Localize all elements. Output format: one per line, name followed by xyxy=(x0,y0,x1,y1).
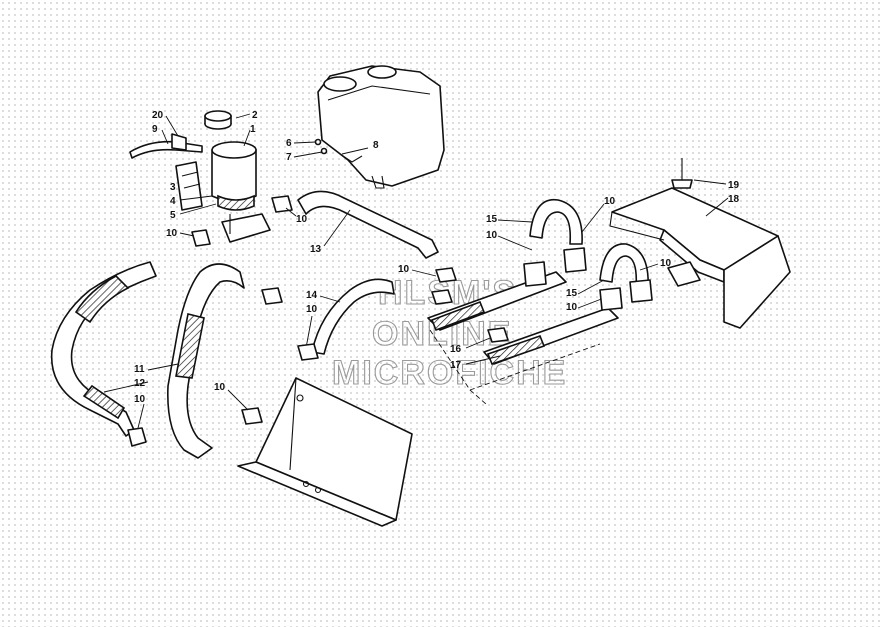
leader-10e xyxy=(227,389,249,411)
hose-clamp-10a xyxy=(191,229,211,247)
callout-15b: 15 xyxy=(566,288,578,299)
callout-10b: 10 xyxy=(296,214,308,225)
heat-exchanger-lower xyxy=(237,377,413,527)
coolant-reservoir xyxy=(317,65,445,189)
leader-11 xyxy=(147,363,179,371)
leader-19 xyxy=(693,179,727,185)
callout-18: 18 xyxy=(728,194,740,205)
corrugated-hose-11 xyxy=(167,263,245,459)
callout-5: 5 xyxy=(170,210,176,221)
callout-10j: 10 xyxy=(604,196,616,207)
callout-10h: 10 xyxy=(566,302,578,313)
watermark-line-3: MICROFICHE xyxy=(332,354,567,392)
callout-2: 2 xyxy=(252,110,258,121)
leader-10d xyxy=(305,315,313,349)
decal-lines xyxy=(181,171,201,189)
callout-10d: 10 xyxy=(306,304,318,315)
leader-2 xyxy=(235,113,251,119)
callout-16: 16 xyxy=(450,344,462,355)
callout-3: 3 xyxy=(170,182,176,193)
leader-12 xyxy=(103,381,149,393)
leader-15a xyxy=(497,219,533,223)
callout-9: 9 xyxy=(152,124,158,135)
filler-neck-assembly xyxy=(204,110,271,243)
callout-20: 20 xyxy=(152,110,164,121)
callout-15a: 15 xyxy=(486,214,498,225)
callout-13: 13 xyxy=(310,244,322,255)
callout-11: 11 xyxy=(134,364,145,375)
callout-10f: 10 xyxy=(660,258,672,269)
leader-16 xyxy=(465,337,491,349)
callout-10g: 10 xyxy=(486,230,498,241)
leader-10c xyxy=(137,403,145,429)
hose-14 xyxy=(311,278,395,355)
leader-6 xyxy=(293,141,317,144)
leader-17 xyxy=(465,355,501,365)
callout-7: 7 xyxy=(286,152,292,163)
leader-10i xyxy=(411,269,437,277)
corrugated-hose-12 xyxy=(50,261,157,437)
callout-8: 8 xyxy=(373,140,379,151)
leader-10b xyxy=(285,207,297,217)
leader-7 xyxy=(293,151,323,158)
leader-10g xyxy=(497,235,533,251)
leader-20 xyxy=(165,115,179,137)
coolant-rails xyxy=(427,271,619,405)
leader-10j xyxy=(581,203,605,233)
hose-13 xyxy=(297,190,439,259)
leader-15b xyxy=(577,279,605,295)
hose-clamp-10d xyxy=(261,287,283,305)
leader-18 xyxy=(705,197,729,217)
leader-4 xyxy=(179,195,213,201)
hose-clamp-10e xyxy=(241,407,263,425)
leader-5 xyxy=(179,203,217,215)
callout-19: 19 xyxy=(728,180,740,191)
overflow-hose xyxy=(129,140,203,159)
callout-10e: 10 xyxy=(214,382,226,393)
nut-7 xyxy=(320,147,328,155)
hose-clamp-10c xyxy=(127,427,147,447)
callout-10i: 10 xyxy=(398,264,410,275)
u-hose-15a xyxy=(529,198,583,245)
leader-14 xyxy=(319,295,341,303)
callout-17: 17 xyxy=(450,360,462,371)
leader-1 xyxy=(243,129,251,147)
callout-10a: 10 xyxy=(166,228,178,239)
hose-clamp-10b xyxy=(271,195,293,213)
rail-fittings xyxy=(431,247,653,343)
leader-9 xyxy=(161,129,169,145)
callout-4: 4 xyxy=(170,196,176,207)
hose-clamp-10f xyxy=(297,343,319,361)
callout-10c: 10 xyxy=(134,394,146,405)
leader-13 xyxy=(323,209,351,247)
decal-3 xyxy=(175,161,203,211)
callout-1: 1 xyxy=(250,124,256,135)
heat-exchanger-panel xyxy=(609,187,791,329)
callout-6: 6 xyxy=(286,138,292,149)
leader-10a xyxy=(179,232,195,237)
screw-19 xyxy=(671,158,693,189)
hose-clamp-20 xyxy=(171,133,187,151)
washer-6 xyxy=(314,138,322,146)
leader-10f xyxy=(639,263,659,271)
leader-10h xyxy=(577,297,605,309)
callout-14: 14 xyxy=(306,290,318,301)
